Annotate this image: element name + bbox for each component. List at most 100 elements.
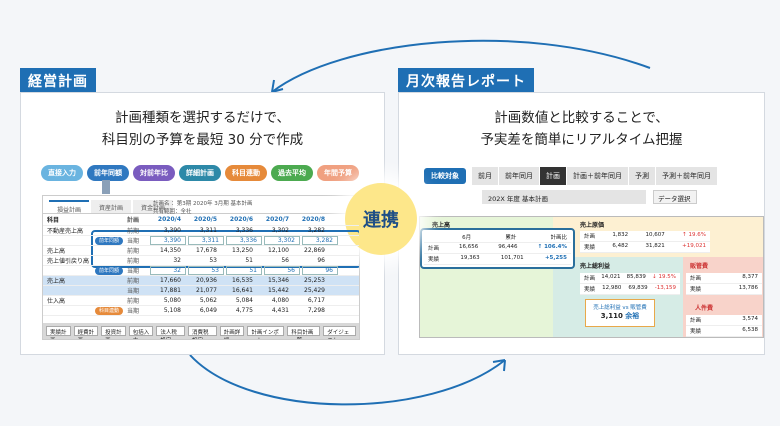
- value-cell: 17,660: [160, 277, 181, 284]
- sales-cols: 6月累計計画比: [424, 232, 571, 243]
- sales-title: 売上高: [432, 222, 451, 229]
- chip-4[interactable]: 科目連動: [225, 165, 267, 181]
- row-kind: 当期: [127, 288, 140, 295]
- row-kind: 当期: [127, 238, 140, 245]
- row-label: 実績: [428, 257, 440, 263]
- value: 10,607: [645, 232, 665, 238]
- value: 69,839: [628, 285, 648, 291]
- chip-5[interactable]: 過去平均: [271, 165, 313, 181]
- value-cell: 16,535: [232, 277, 253, 284]
- chip-0[interactable]: 直接入力: [41, 165, 83, 181]
- toolbar-button[interactable]: 法人税設定: [156, 326, 186, 339]
- row-name-cell: 売上高: [47, 276, 127, 285]
- value-cell: 4,431: [271, 307, 289, 314]
- top-arc-arrow: [271, 39, 651, 93]
- compare-option-0[interactable]: 前月: [472, 167, 499, 185]
- row-name: 仕入高: [47, 298, 66, 305]
- value-input[interactable]: 3,390: [150, 236, 186, 245]
- row-label: 実績: [584, 245, 596, 251]
- toolbar-button[interactable]: 包括入力: [128, 326, 154, 339]
- row-label: 計画: [690, 318, 702, 324]
- plan-name-field[interactable]: 202X 年度 基本計画: [482, 190, 646, 204]
- value-input[interactable]: 3,302: [264, 236, 300, 245]
- tab-1[interactable]: 資産計画: [91, 200, 132, 213]
- value: 8,377: [742, 274, 758, 280]
- month-header: 2020/4: [157, 216, 181, 223]
- toolbar-button[interactable]: 消費税設定: [188, 326, 217, 339]
- toolbar-button[interactable]: 経費計画: [73, 326, 99, 339]
- compare-option-5[interactable]: 予測＋前年同月: [656, 167, 718, 185]
- sga-row: 計画 8,377: [686, 273, 762, 284]
- chip-3[interactable]: 詳細計画: [179, 165, 221, 181]
- value-cell: 4,080: [271, 297, 289, 304]
- value-input[interactable]: 53: [188, 266, 224, 275]
- value: ↓ 19.5%: [652, 274, 676, 280]
- value-input[interactable]: 3,311: [188, 236, 224, 245]
- data-select-button[interactable]: データ選択: [653, 190, 697, 204]
- month-header: 2020/5: [193, 216, 217, 223]
- value-cell: 5,062: [199, 297, 217, 304]
- chip-1[interactable]: 前年同額: [87, 165, 129, 181]
- value-input[interactable]: 51: [226, 266, 262, 275]
- row-label: 計画: [690, 276, 702, 282]
- col-header: 計画比: [550, 235, 567, 241]
- tab-0[interactable]: 損益計画: [49, 200, 90, 214]
- compare-option-4[interactable]: 予測: [629, 167, 656, 185]
- arrowhead-icon: [271, 79, 284, 93]
- value: 6,482: [612, 243, 629, 249]
- value-cell: 21,077: [196, 287, 217, 294]
- value: 31,821: [645, 243, 665, 249]
- toolbar-button[interactable]: 実績計画: [46, 326, 71, 339]
- row-label: 実績: [584, 287, 596, 293]
- row-kind: 前期: [127, 258, 140, 265]
- value-cell: 32: [173, 257, 181, 264]
- right-section-label: 月次報告レポート: [398, 68, 534, 92]
- value-cell: 5,108: [163, 307, 181, 314]
- toolbar-button[interactable]: 投資計画: [101, 326, 126, 339]
- value-input[interactable]: 3,282: [302, 236, 338, 245]
- value-input[interactable]: 96: [302, 266, 338, 275]
- toolbar-button[interactable]: 科目計画一覧: [287, 326, 321, 339]
- value-input[interactable]: 56: [264, 266, 300, 275]
- compare-option-2[interactable]: 計画: [540, 167, 567, 185]
- left-section-label: 経営計画: [20, 68, 96, 92]
- value-input[interactable]: 32: [150, 266, 186, 275]
- row-kind: 前期: [127, 248, 140, 255]
- value: 96,446: [498, 244, 518, 250]
- compare-option-3[interactable]: 計画＋前年同月: [567, 167, 629, 185]
- row-name-cell: 売上値引戻り高: [47, 256, 127, 265]
- toolbar-button[interactable]: 計画インポート: [247, 326, 285, 339]
- col-header: 累計: [505, 235, 517, 241]
- value-cell: 16,641: [232, 287, 253, 294]
- row-name-cell: 前年同額: [47, 266, 127, 275]
- chip-2[interactable]: 対前年比: [133, 165, 175, 181]
- tab-2[interactable]: 資金計画: [133, 200, 174, 213]
- right-title: 計画数値と比較することで、予実差を簡単にリアルタイム把握: [480, 110, 683, 148]
- value-cell: 12,100: [268, 247, 289, 254]
- toolbar-button[interactable]: ダイジェスト: [323, 326, 357, 339]
- chip-6[interactable]: 年間予算: [317, 165, 359, 181]
- value-input[interactable]: 3,336: [226, 236, 262, 245]
- month-header: 2020/7: [265, 216, 289, 223]
- toolbar-button[interactable]: 計画詳細: [219, 326, 245, 339]
- value-cell: 14,350: [160, 247, 181, 254]
- plan-screenshot: 損益計画資産計画資金計画 計画名 ：第3期 2020年 3月期 基本計画共有範囲…: [42, 195, 360, 340]
- value-cell: 56: [281, 257, 289, 264]
- value-cell: 7,298: [307, 307, 325, 314]
- button-bar: 実績計画経費計画投資計画包括入力法人税設定消費税設定計画詳細計画インポート科目計…: [43, 323, 359, 339]
- compare-option-1[interactable]: 前年同月: [499, 167, 540, 185]
- value-cell: 22,869: [304, 247, 325, 254]
- value-cell: 53: [209, 257, 217, 264]
- row-kind: 当期: [127, 268, 140, 275]
- row-name-cell: 仕入高: [47, 296, 127, 305]
